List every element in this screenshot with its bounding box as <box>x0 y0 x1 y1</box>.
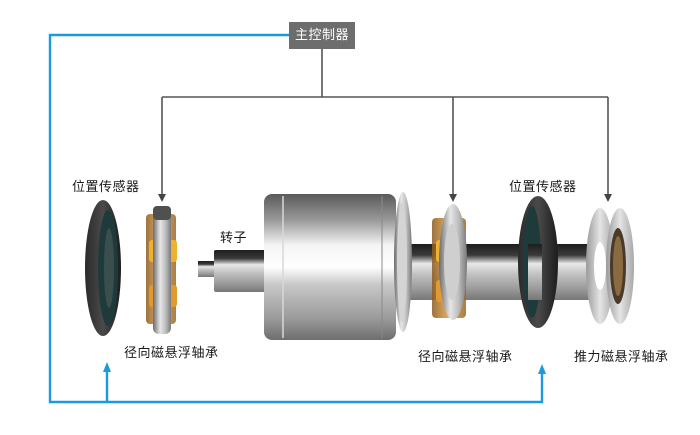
control-arrowheads <box>158 194 612 202</box>
label-rotor: 转子 <box>220 231 248 246</box>
rotor-shaft-left <box>198 250 270 292</box>
arrow-down-icon <box>604 194 612 202</box>
rotor-body <box>264 192 412 340</box>
thrust-bearing <box>586 208 634 324</box>
control-lines <box>161 49 609 196</box>
label-thrust-bearing: 推力磁悬浮轴承 <box>574 350 669 365</box>
position-sensor-right <box>518 196 558 328</box>
radial-bearing-left <box>146 206 177 334</box>
label-radial-bearing-left: 径向磁悬浮轴承 <box>124 346 219 361</box>
arrow-up-icon <box>538 364 546 374</box>
feedback-lines <box>48 33 544 404</box>
arrow-down-icon <box>449 194 457 202</box>
main-controller-box: 主控制器 <box>289 22 355 49</box>
label-radial-bearing-right: 径向磁悬浮轴承 <box>418 350 513 365</box>
feedback-arrowheads <box>103 362 546 374</box>
arrow-down-icon <box>158 194 166 202</box>
position-sensor-left <box>85 200 121 336</box>
label-position-sensor-right: 位置传感器 <box>509 180 577 195</box>
radial-bearing-right <box>432 204 467 320</box>
arrow-up-icon <box>103 362 111 372</box>
label-position-sensor-left: 位置传感器 <box>72 180 140 195</box>
